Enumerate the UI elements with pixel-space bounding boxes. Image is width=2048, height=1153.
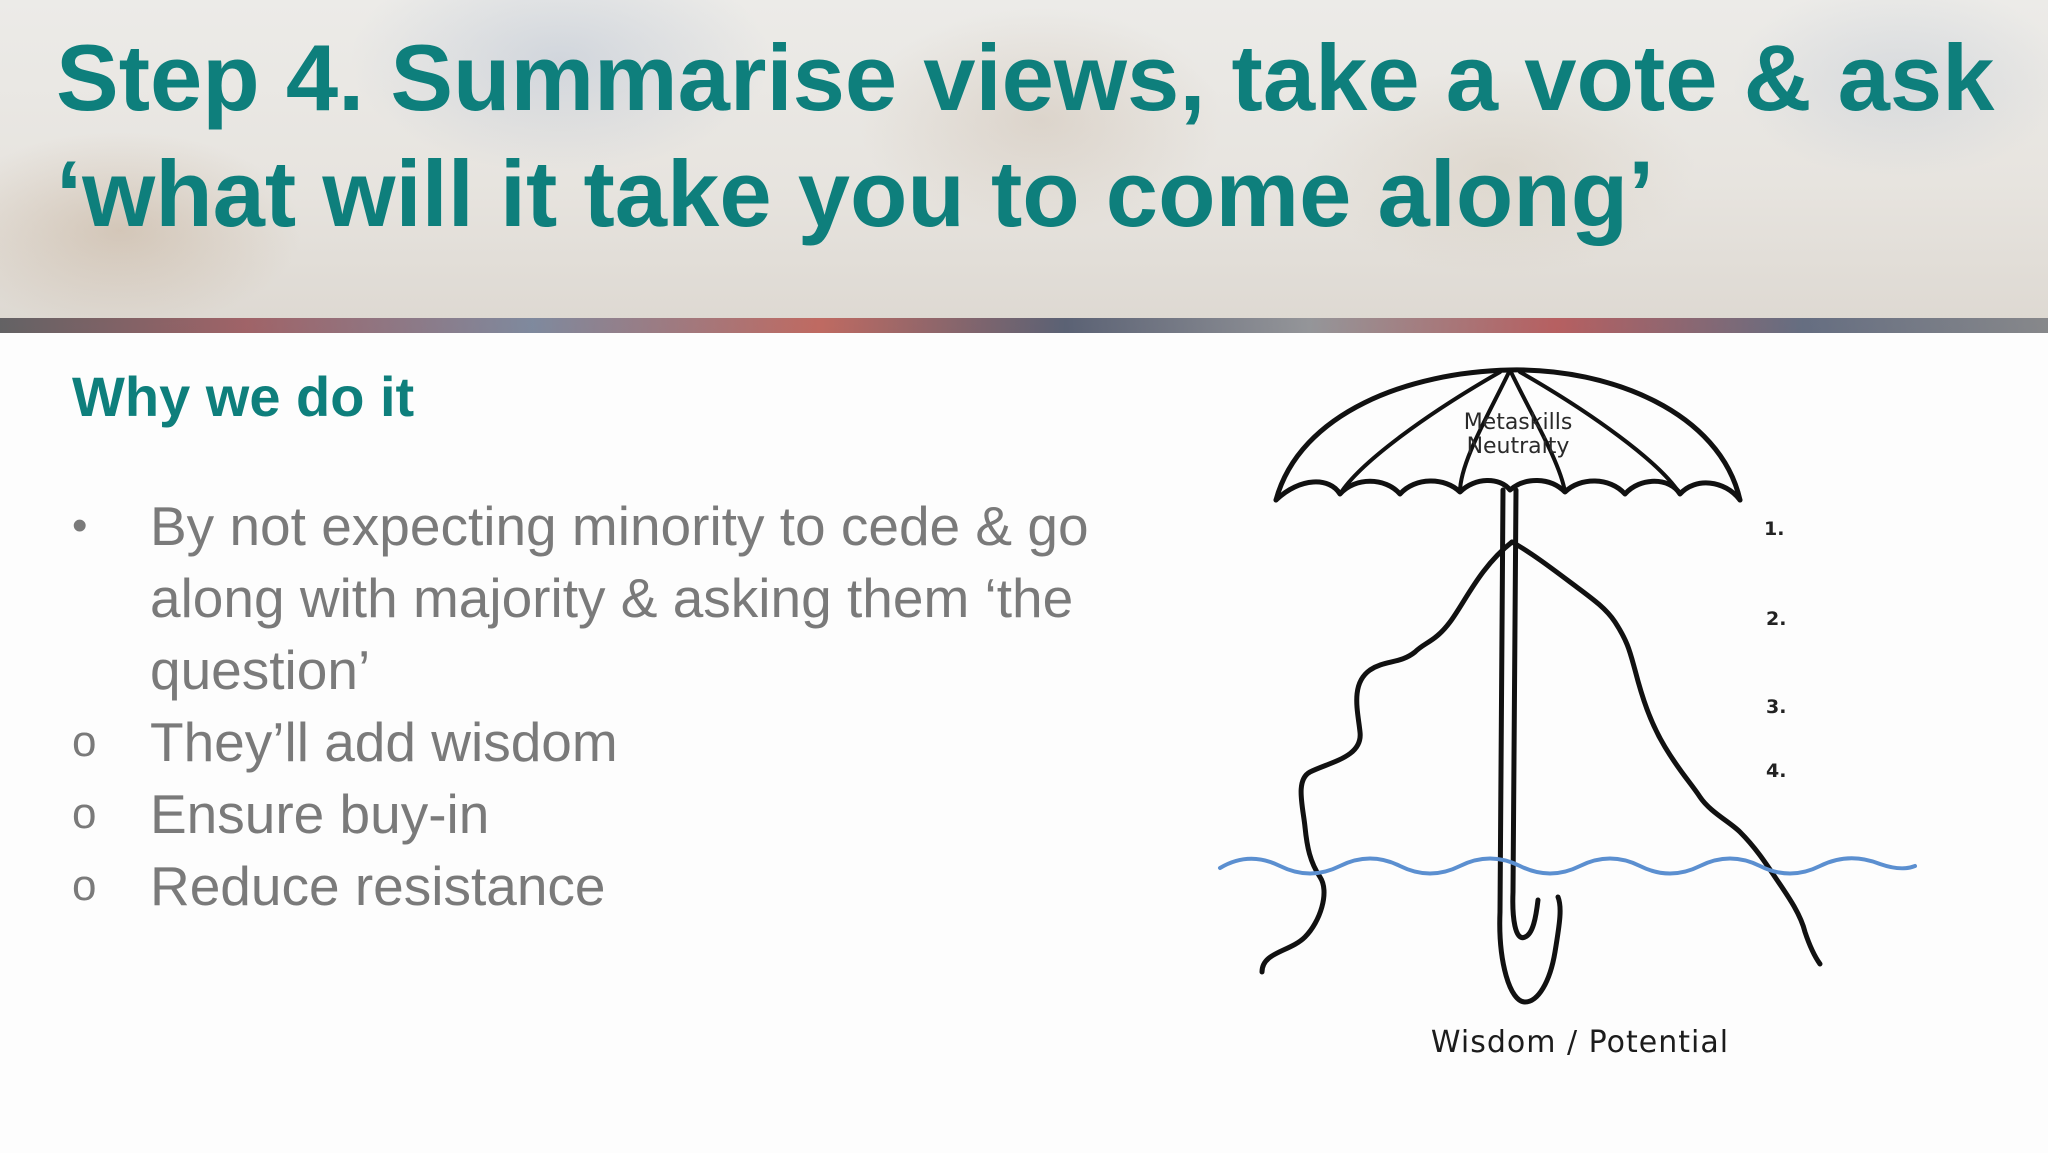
umbrella-iceberg-diagram <box>1218 367 1917 1005</box>
level-label: 1. <box>1764 518 1785 540</box>
list-item-text: Reduce resistance <box>150 855 606 917</box>
level-label: 2. <box>1766 608 1787 630</box>
list-item: o Ensure buy-in <box>72 778 1202 850</box>
iceberg-outline <box>1509 539 1823 967</box>
list-item-text: They’ll add wisdom <box>150 711 618 773</box>
list-item-text: Ensure buy-in <box>150 783 490 845</box>
sub-bullet-marker: o <box>72 717 97 766</box>
umbrella-rib <box>1508 368 1567 494</box>
header-photo-strip <box>0 318 2048 333</box>
umbrella-rib <box>1518 370 1682 496</box>
list-item: o Reduce resistance <box>72 850 1202 922</box>
slide-title: Step 4. Summarise views, take a vote & a… <box>56 25 1995 246</box>
canopy-label-line1: Metaskills <box>1463 410 1573 435</box>
diagram-base-label: Wisdom / Potential <box>1430 1025 1730 1060</box>
list-item-text: By not expecting minority to cede & go a… <box>150 495 1089 701</box>
bullet-marker: • <box>72 501 88 550</box>
bullet-list: • By not expecting minority to cede & go… <box>72 490 1202 922</box>
level-label: 4. <box>1766 760 1787 782</box>
sub-bullet-marker: o <box>72 789 97 838</box>
umbrella-canopy-scallop <box>1273 478 1743 503</box>
canopy-label-line2: Neutraity <box>1466 434 1570 459</box>
umbrella-shaft <box>1510 487 1541 941</box>
iceberg-outline <box>1259 539 1515 975</box>
list-item: o They’ll add wisdom <box>72 706 1202 778</box>
level-label: 3. <box>1766 696 1787 718</box>
umbrella-rib <box>1338 370 1502 496</box>
list-item: • By not expecting minority to cede & go… <box>72 490 1202 706</box>
water-line <box>1218 856 1917 876</box>
umbrella-shaft <box>1497 487 1563 1005</box>
section-subtitle: Why we do it <box>72 365 415 428</box>
header-banner: Step 4. Summarise views, take a vote & a… <box>0 0 2048 333</box>
sub-bullet-marker: o <box>72 861 97 910</box>
umbrella-rib <box>1458 368 1512 494</box>
